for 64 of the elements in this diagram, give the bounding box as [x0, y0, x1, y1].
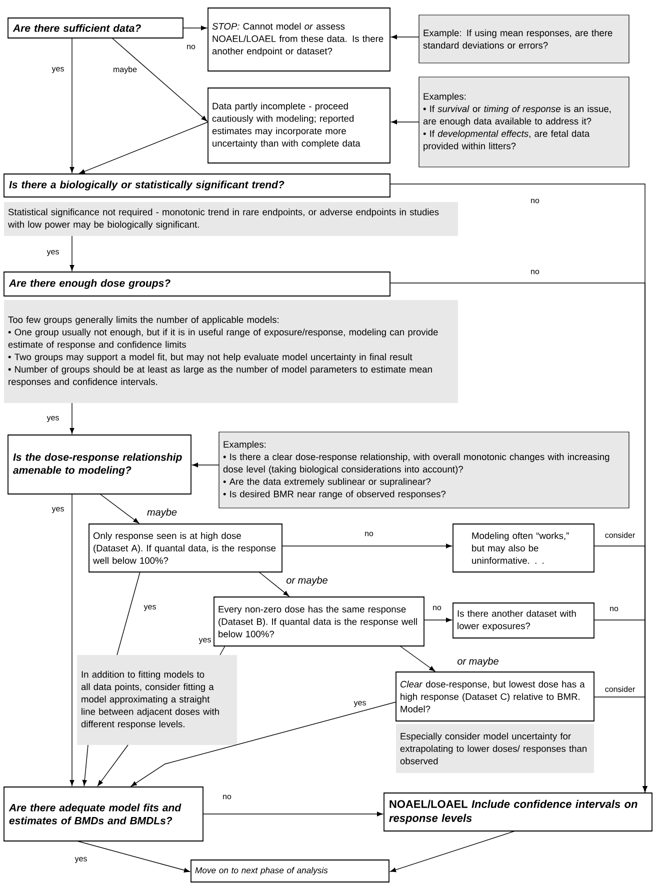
note-panel: In addition to fitting models to all data points, consider fitting a model approximating a straight line between adjacent doses with different response levels. — [77, 655, 237, 745]
arrow — [182, 26, 207, 30]
question-box: Are there adequate model fits and estimates of BMDs and BMDLs? — [4, 786, 204, 842]
edge-label: consider — [604, 531, 636, 539]
arrow — [130, 702, 396, 787]
example-box: Examples: • If survival or timing of response is an issue, are enough data available to address it? • If developmental effects, are fetal data provided within litters? — [418, 76, 630, 168]
arrow — [424, 618, 452, 622]
arrow — [98, 744, 128, 786]
edge-label: yes — [74, 856, 88, 864]
question-box: Is there a biologically or statistically significant trend? — [4, 174, 390, 198]
question-box: Is the dose-response relationship amenable to modeling? — [8, 434, 192, 494]
arrow — [391, 120, 420, 124]
example-box: Examples: • Is there a clear dose-response relationship, with overall monotonic changes with increasing dose level (taking biological considerations into account)? • Are the data extremely sublinear or supralinear? • Is desired BMR near range of observed responses? — [218, 432, 630, 508]
edge-label: no — [530, 268, 540, 276]
edge-label: or maybe — [456, 656, 500, 668]
arrow — [390, 830, 516, 872]
result-box: NOAEL/LOAEL Include confidence intervals on response levels — [384, 792, 652, 832]
edge-label: maybe — [146, 507, 178, 519]
edge-label: yes — [46, 415, 60, 423]
edge-label: yes — [50, 506, 66, 514]
process-box: Clear dose-response, but lowest dose has a high response (Dataset C) relative to BMR. Model? — [396, 672, 594, 722]
edge-label: no — [608, 606, 620, 612]
edge-label: no — [364, 530, 374, 538]
process-box: Modeling often “works,” but may also be uninformative. . . — [452, 524, 594, 572]
process-box: Only response seen is at high dose (Dataset A). If quantal data, is the response well below 100%? — [88, 524, 282, 572]
arrow — [400, 646, 436, 672]
question-box: Are there sufficient data? — [8, 18, 184, 38]
question-box: Are there enough dose groups? — [4, 272, 390, 296]
arrow — [192, 462, 220, 468]
arrow — [82, 744, 88, 786]
arrow — [70, 236, 74, 271]
edge-label: no — [186, 44, 196, 50]
edge-label: yes — [46, 249, 60, 257]
note-panel: Statistical significance not required - monotonic trend in rare endpoints, or adverse endpoints in studies with low power may be biologically significant. — [4, 202, 458, 236]
arrow — [70, 38, 74, 173]
edge-label: yes — [198, 637, 212, 645]
arrow — [70, 494, 74, 786]
arrow — [100, 494, 140, 524]
edge-label: maybe — [112, 65, 138, 75]
process-box: Data partly incomplete - proceed cautiously with modeling; reported estimates may incorporate more uncertainty than with complete data — [208, 88, 390, 164]
arrow — [391, 34, 420, 40]
edge-label: yes — [352, 700, 368, 708]
arrow — [282, 544, 452, 548]
arrow — [79, 122, 208, 174]
edge-label: consider — [604, 685, 636, 693]
arrow — [70, 402, 74, 434]
arrow — [112, 38, 208, 122]
edge-label: yes — [50, 66, 66, 74]
process-box: Every non-zero dose has the same response (Dataset B). If quantal data is the response well below 100%? — [214, 596, 424, 646]
process-box: STOP: Cannot model or assess NOAEL/LOAEL from these data. Is there another endpoint or dataset? — [208, 8, 390, 72]
process-box: Is there another dataset with lower exposures? — [452, 602, 594, 638]
arrow — [594, 696, 648, 792]
edge-label: no — [222, 794, 232, 800]
example-box: Example: If using mean responses, are there standard deviations or errors? — [418, 14, 630, 64]
note-panel: Especially consider model uncertainty for extrapolating to lower doses/ responses than observed — [396, 724, 594, 773]
arrow — [258, 572, 290, 596]
note-panel: Too few groups generally limits the number of applicable models: • One group usually not enough, but if it is in useful range of exposure/response, modeling can provide estimate of response and confidence limits • Two groups may support a model fit, but may not help evaluate model uncertainty in final result • Number of groups should be at least as large as the number of model parameters to estimate mean responses and confidence intervals. — [4, 300, 458, 403]
edge-label: yes — [142, 604, 158, 612]
process-box: Move on to next phase of analysis — [190, 860, 390, 882]
arrow — [76, 840, 190, 872]
edge-label: no — [530, 198, 540, 204]
edge-label: no — [432, 604, 442, 612]
edge-label: or maybe — [285, 575, 329, 587]
arrow — [202, 812, 383, 816]
